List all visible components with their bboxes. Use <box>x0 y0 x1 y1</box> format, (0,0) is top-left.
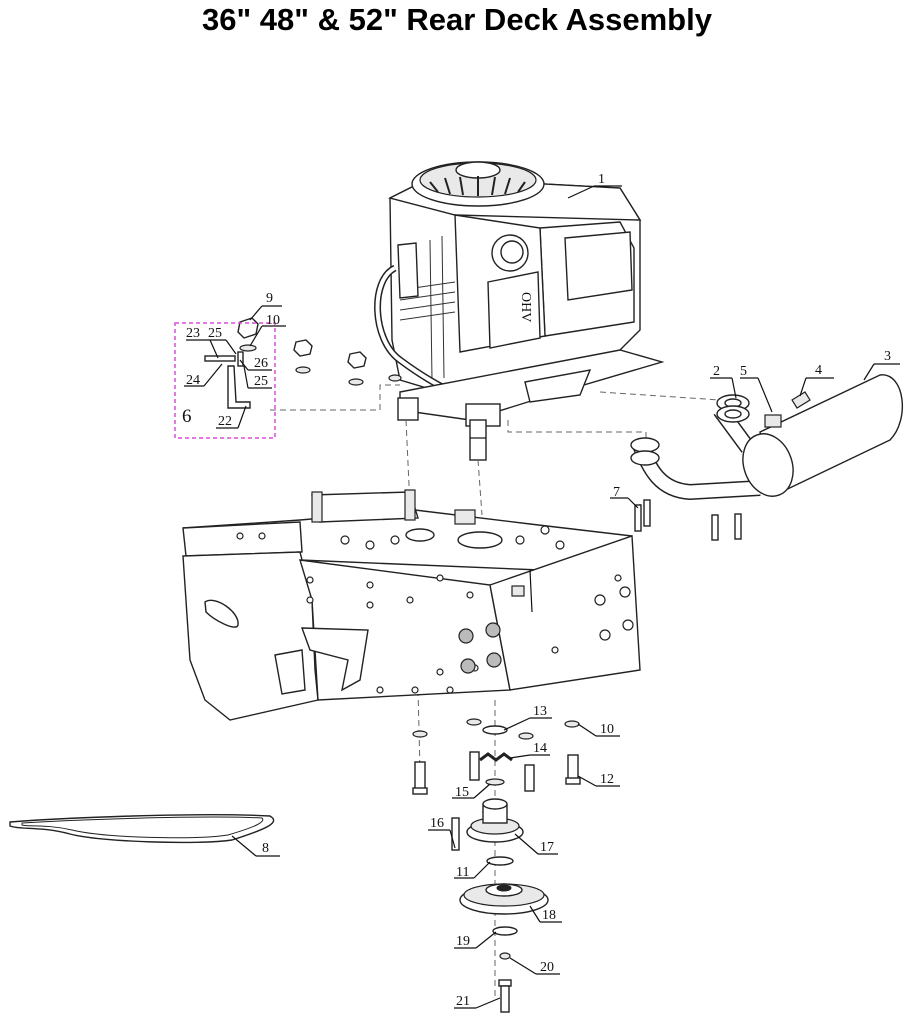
callout-7: 7 <box>613 485 620 500</box>
callout-11: 11 <box>456 865 469 880</box>
callout-3: 3 <box>884 349 891 364</box>
callout-13: 13 <box>533 704 547 719</box>
engine: OHV <box>374 161 665 461</box>
callout-labels: 1 2 3 4 5 6 7 8 9 10 10 11 12 13 14 15 1… <box>182 172 891 1009</box>
engine-mount-hardware <box>237 317 402 386</box>
hardware-group-6 <box>174 322 276 439</box>
callout-1: 1 <box>598 172 605 187</box>
deck-frame <box>182 489 641 721</box>
belt <box>9 813 275 844</box>
callout-15: 15 <box>455 785 469 800</box>
callout-14: 14 <box>533 741 547 756</box>
callout-12: 12 <box>600 772 614 787</box>
ohv-badge: OHV <box>518 292 533 322</box>
callout-19: 19 <box>456 934 470 949</box>
callout-9: 9 <box>266 291 273 306</box>
callout-20: 20 <box>540 960 554 975</box>
callout-5: 5 <box>740 364 747 379</box>
callout-23: 23 <box>186 326 200 341</box>
callout-8: 8 <box>262 841 269 856</box>
callout-2: 2 <box>713 364 720 379</box>
callout-25-bottom: 25 <box>254 374 268 389</box>
diagram-title: 36" 48" & 52" Rear Deck Assembly <box>202 2 712 37</box>
callout-4: 4 <box>815 363 822 378</box>
callout-25-top: 25 <box>208 326 222 341</box>
muffler-assembly <box>630 374 903 541</box>
callout-10-bottom: 10 <box>600 722 614 737</box>
callout-6: 6 <box>182 406 192 427</box>
callout-26: 26 <box>254 356 268 371</box>
callout-22: 22 <box>218 414 232 429</box>
leader-lines <box>184 185 900 1009</box>
callout-24: 24 <box>186 373 200 388</box>
callout-21: 21 <box>456 994 470 1009</box>
callout-17: 17 <box>540 840 554 855</box>
assembly-guide-lines <box>270 384 721 1000</box>
lower-hardware <box>412 718 581 1013</box>
callout-10-top: 10 <box>266 313 280 328</box>
callout-18: 18 <box>542 908 556 923</box>
callout-16: 16 <box>430 816 444 831</box>
bolts-part-7 <box>634 499 651 532</box>
